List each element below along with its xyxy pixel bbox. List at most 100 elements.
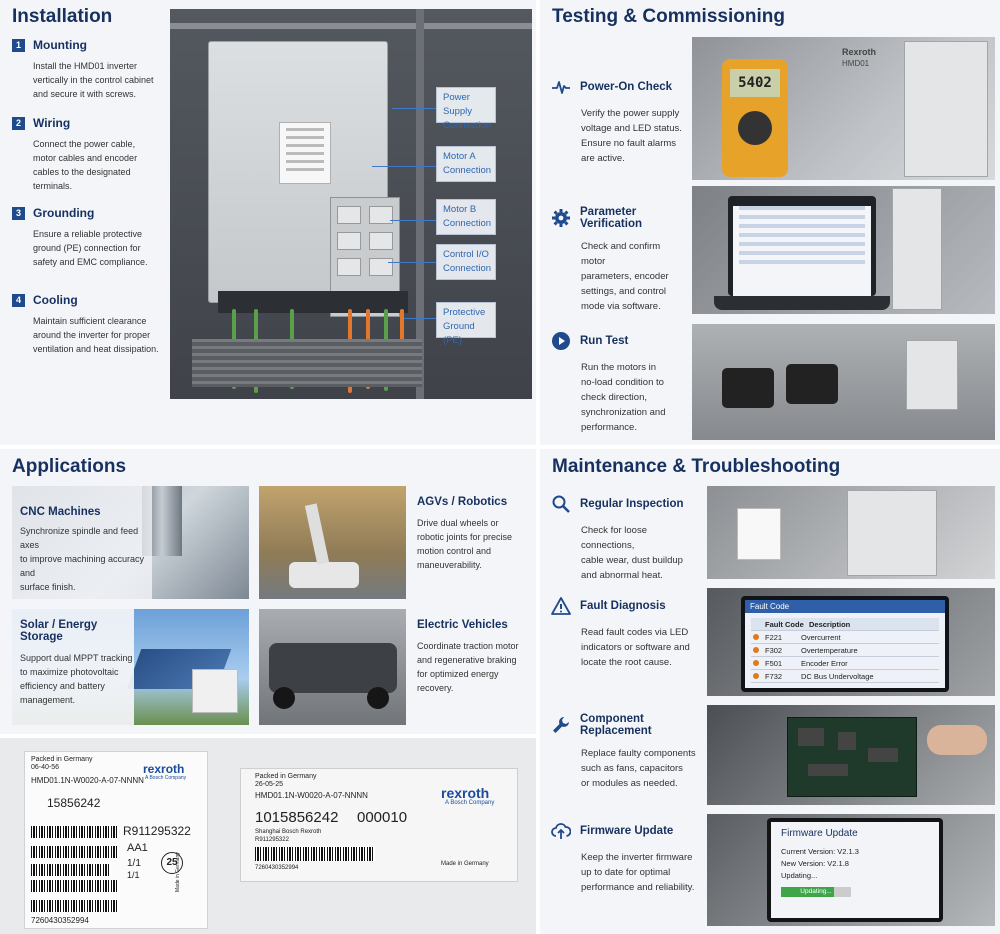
inverter-unit (892, 188, 942, 310)
play-icon (552, 332, 570, 350)
install-step-grounding: 3 Grounding Ensure a reliable protective … (12, 206, 162, 269)
firmware-screen-title: Firmware Update (781, 828, 858, 839)
maint-regular-inspection: Regular Inspection Check for loose conne… (551, 494, 701, 583)
step-description: Ensure a reliable protective ground (PE)… (33, 229, 148, 267)
app-desc: Support dual MPPT tracking to maximize p… (20, 653, 133, 705)
label-serial: 1015856242 (255, 809, 339, 826)
app-title: Solar / Energy Storage (20, 619, 98, 643)
label-code: 7260430352994 (31, 916, 89, 925)
label-rev: AA1 (127, 842, 148, 854)
ev-chassis-image (259, 609, 406, 725)
fault-desc: Overcurrent (801, 632, 841, 642)
servo-motor (786, 364, 838, 404)
fault-desc: Encoder Error (801, 658, 848, 668)
multimeter: 5402 (722, 59, 788, 177)
app-desc: Drive dual wheels or robotic joints for … (417, 518, 513, 570)
maint-item-desc: Read fault codes via LED indicators or s… (581, 627, 690, 668)
product-label-right: Packed in Germany 26-05-25 HMD01.1N-W002… (240, 768, 518, 882)
vent-grille (192, 339, 422, 387)
fault-code: F501 (765, 658, 783, 668)
callout-leader (388, 262, 436, 263)
step-number: 1 (12, 38, 25, 52)
component-replacement-photo (707, 705, 995, 805)
inverter-unit (906, 340, 958, 410)
callout-motor-b: Motor B Connection (436, 199, 496, 235)
test-item-title: Power-On Check (580, 81, 673, 93)
firmware-update-photo: Firmware Update Current Version: V2.1.3 … (707, 814, 995, 926)
label-serial: 15856242 (47, 796, 101, 810)
maint-item-title: Fault Diagnosis (580, 600, 666, 612)
table-row: F501 Encoder Error (751, 657, 939, 670)
step-title: Grounding (33, 206, 95, 220)
fault-desc: DC Bus Undervoltage (801, 671, 874, 681)
fault-screen-title: Fault Code (745, 600, 945, 613)
current-version-label: Current Version: (781, 847, 836, 856)
maint-item-desc: Keep the inverter firmware up to date fo… (581, 852, 695, 893)
step-title: Cooling (33, 293, 78, 307)
label-code: 7260430352994 (255, 865, 299, 871)
test-item-desc: Run the motors in no-load condition to c… (581, 362, 666, 433)
circuit-board (787, 717, 917, 797)
maint-item-title: Component Replacement (580, 713, 652, 737)
step-number: 3 (12, 206, 25, 220)
agv-robot-image (259, 486, 406, 599)
update-status: Updating... (781, 871, 818, 880)
new-version: V2.1.8 (827, 859, 849, 868)
nameplate (279, 122, 331, 184)
test-item-desc: Check and confirm motor parameters, enco… (581, 241, 669, 312)
step-title: Wiring (33, 116, 71, 130)
warning-label (737, 508, 781, 560)
installation-title: Installation (12, 6, 113, 27)
applications-title: Applications (12, 456, 127, 477)
label-packed: Packed in Germany (31, 756, 93, 763)
cloud-upload-icon (551, 823, 571, 839)
maint-item-desc: Check for loose connections, cable wear,… (581, 525, 683, 581)
product-label-left: Packed in Germany 06-40-56 rexroth A Bos… (24, 751, 208, 929)
callout-control-io: Control I/O Connection (436, 244, 496, 280)
cnc-machine-image: CNC Machines Synchronize spindle and fee… (12, 486, 249, 599)
fault-desc: Overtemperature (801, 645, 858, 655)
test-item-title: Parameter Verification (580, 206, 642, 230)
app-title: AGVs / Robotics (417, 496, 508, 508)
step-description: Maintain sufficient clearance around the… (33, 316, 159, 354)
label-brand-sub: A Bosch Company (145, 775, 187, 781)
new-version-label: New Version: (781, 859, 826, 868)
firmware-screen: Firmware Update Current Version: V2.1.3 … (767, 818, 943, 922)
label-type: HMD01.1N-W0020-A-07-NNNN (255, 791, 368, 800)
label-packed: Packed in Germany (255, 773, 317, 780)
label-qty: 000010 (357, 809, 408, 826)
label-date: 06-40-56 (31, 764, 60, 771)
callout-motor-a: Motor A Connection (436, 146, 496, 182)
barcode (31, 846, 119, 858)
warning-icon (551, 597, 571, 615)
update-progress-fill (781, 887, 834, 897)
unit-brand: Rexroth (842, 47, 877, 57)
app-agv-text: AGVs / Robotics Drive dual wheels or rob… (417, 496, 532, 572)
fault-code: F221 (765, 632, 783, 642)
unit-model: HMD01 (842, 59, 870, 68)
multimeter-reading: 5402 (730, 69, 780, 97)
app-ev-text: Electric Vehicles Coordinate traction mo… (417, 619, 532, 695)
label-brand: rexroth (441, 785, 490, 801)
label-part: R911295322 (255, 837, 289, 843)
multimeter-photo: Rexroth HMD01 5402 (692, 37, 995, 180)
maintenance-title: Maintenance & Troubleshooting (552, 456, 841, 477)
barcode (255, 847, 375, 861)
maint-item-desc: Replace faulty components such as fans, … (581, 748, 696, 789)
label-qty2: 1/1 (127, 870, 140, 880)
barcode (31, 864, 111, 876)
laptop-base (714, 296, 890, 310)
table-row: F221 Overcurrent (751, 631, 939, 644)
app-desc: Synchronize spindle and feed axes to imp… (20, 526, 145, 592)
label-qty: 1/1 (127, 858, 141, 869)
cable-duct (416, 9, 424, 399)
inverter-unit (904, 41, 988, 177)
label-made: Made in Germany (441, 861, 489, 867)
barcode (31, 826, 119, 838)
test-item-desc: Verify the power supply voltage and LED … (581, 108, 682, 164)
